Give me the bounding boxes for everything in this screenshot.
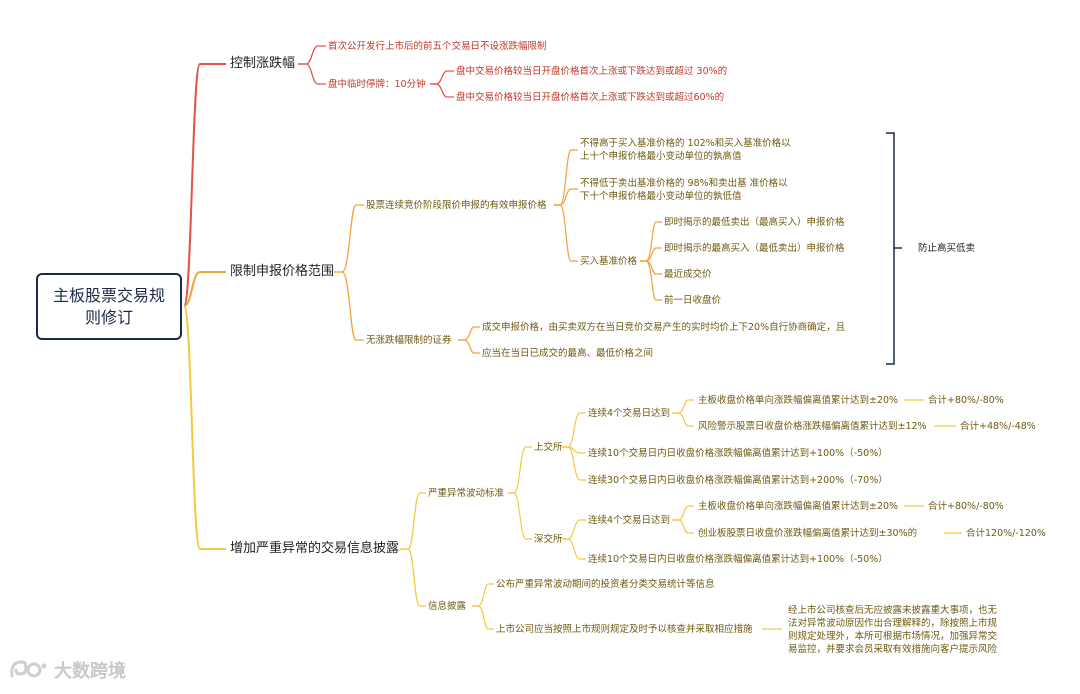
node-sell-floor-line2[interactable]: 下十个申报价格最小变动单位的孰低值	[580, 191, 742, 202]
node-info-disclosure[interactable]: 信息披露	[428, 601, 467, 612]
node-szse-chinext-total[interactable]: 合计120%/-120%	[966, 528, 1046, 539]
node-sse-4day[interactable]: 连续4个交易日达到	[588, 408, 671, 419]
node-sse-main-20[interactable]: 主板收盘价格单向涨跌幅偏离值累计达到±20%	[698, 395, 899, 406]
node-note-line2[interactable]: 法对异常波动原因作出合理解释的，除按照上市规	[788, 618, 998, 629]
node-within-day-range[interactable]: 应当在当日已成交的最高、最低价格之间	[482, 348, 654, 359]
node-sse[interactable]: 上交所	[534, 442, 563, 453]
node-sell-floor-line1[interactable]: 不得低于卖出基准价格的 98%和卖出基 准价格以	[580, 178, 788, 189]
right-bracket	[886, 132, 895, 365]
node-halt-60[interactable]: 盘中交易价格较当日开盘价格首次上涨或下跌达到或超过60%的	[456, 92, 725, 103]
node-buy-cap-line1[interactable]: 不得高于买入基准价格的 102%和买入基准价格以	[580, 138, 791, 149]
node-buy-cap-line2[interactable]: 上十个申报价格最小变动单位的孰高值	[580, 151, 742, 162]
node-base-highest-buy[interactable]: 即时揭示的最高买入（最低卖出）申报价格	[664, 243, 845, 254]
spine-orange	[183, 271, 226, 307]
node-base-last-price[interactable]: 最近成交价	[664, 269, 712, 280]
node-sse-st-total[interactable]: 合计+48%/-48%	[960, 421, 1036, 432]
node-szse-10day[interactable]: 连续10个交易日内日收盘价格涨跌幅偏离值累计达到+100%（-50%）	[588, 554, 888, 565]
node-sse-30day[interactable]: 连续30个交易日内日收盘价格涨跌幅偏离值累计达到+200%（-70%）	[588, 475, 888, 486]
node-investor-stats[interactable]: 公布严重异常波动期间的投资者分类交易统计等信息	[496, 579, 715, 590]
root-node[interactable]: 主板股票交易规则修订	[36, 273, 182, 340]
node-buy-base-price[interactable]: 买入基准价格	[580, 256, 638, 267]
node-szse-main-20[interactable]: 主板收盘价格单向涨跌幅偏离值累计达到±20%	[698, 501, 899, 512]
node-ipo-no-limit[interactable]: 首次公开发行上市后的前五个交易日不设涨跌幅限制	[328, 41, 547, 52]
node-szse-chinext-30[interactable]: 创业板股票日收盘价涨跌幅偏离值累计达到±30%的	[698, 528, 918, 539]
node-sse-main-total[interactable]: 合计+80%/-80%	[928, 395, 1004, 406]
root-title: 主板股票交易规则修订	[52, 285, 165, 327]
node-base-lowest-sell[interactable]: 即时揭示的最低卖出（最高买入）申报价格	[664, 217, 845, 228]
bracket-note: 防止高买低卖	[918, 243, 976, 254]
spine-red	[183, 63, 226, 307]
branch-price-limit[interactable]: 控制涨跌幅	[230, 56, 296, 71]
node-halt-30[interactable]: 盘中交易价格较当日开盘价格首次上涨或下跌达到或超过 30%的	[456, 66, 728, 77]
watermark-logo-icon	[10, 660, 47, 678]
branch-quote-range[interactable]: 限制申报价格范围	[230, 264, 335, 279]
spine-yellow	[183, 305, 226, 550]
branch-disclosure[interactable]: 增加严重异常的交易信息披露	[230, 541, 400, 556]
node-szse-4day[interactable]: 连续4个交易日达到	[588, 515, 671, 526]
node-company-check[interactable]: 上市公司应当按照上市规则规定及时予以核查并采取相应措施	[496, 624, 753, 635]
node-valid-quote[interactable]: 股票连续竞价阶段限价申报的有效申报价格	[366, 200, 547, 211]
node-sse-st-12[interactable]: 风险警示股票日收盘价格涨跌幅偏离值累计达到±12%	[698, 421, 927, 432]
node-abnormal-standard[interactable]: 严重异常波动标准	[428, 488, 505, 499]
watermark: 大数跨境	[8, 656, 126, 684]
node-base-prev-close[interactable]: 前一日收盘价	[664, 295, 722, 306]
node-no-limit-securities[interactable]: 无涨跌幅限制的证券	[366, 335, 452, 346]
node-szse[interactable]: 深交所	[534, 534, 563, 545]
node-negotiated-price[interactable]: 成交申报价格，由买卖双方在当日竞价交易产生的实时均价上下20%自行协商确定，且	[482, 322, 846, 333]
node-sse-10day[interactable]: 连续10个交易日内日收盘价格涨跌幅偏离值累计达到+100%（-50%）	[588, 448, 888, 459]
node-trading-halt[interactable]: 盘中临时停牌：10分钟	[328, 79, 426, 90]
node-szse-main-total[interactable]: 合计+80%/-80%	[928, 501, 1004, 512]
node-note-line4[interactable]: 易监控，并要求会员采取有效措施向客户提示风险	[788, 644, 998, 655]
node-note-line3[interactable]: 则规定处理外，本所可根据市场情况，加强异常交	[788, 631, 998, 642]
node-note-line1[interactable]: 经上市公司核查后无应披露未披露重大事项，也无	[788, 605, 998, 616]
watermark-text: 大数跨境	[54, 661, 126, 682]
